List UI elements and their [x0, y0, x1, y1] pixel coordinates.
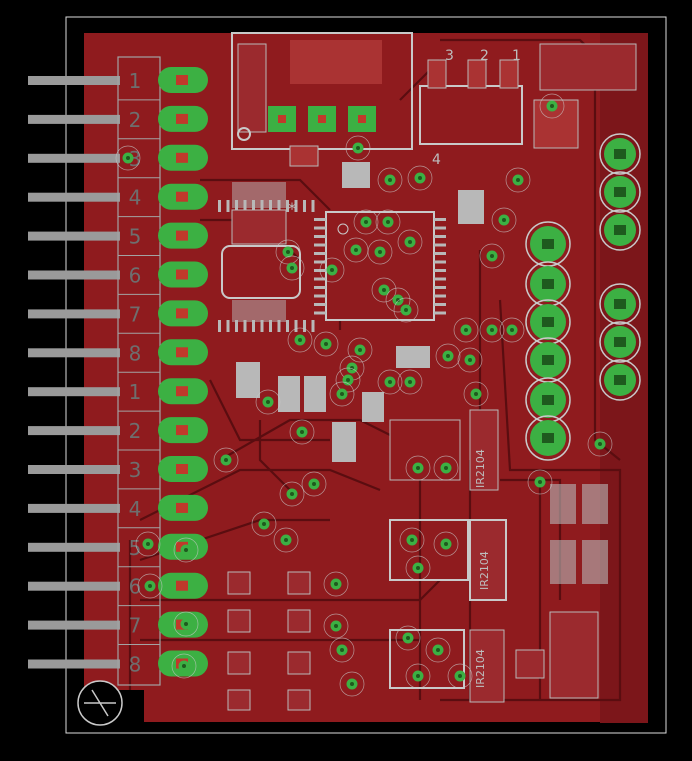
vias — [115, 93, 613, 697]
right-header-pads — [525, 133, 641, 461]
header-pin-label: 8 — [129, 653, 142, 677]
header-pin-lead — [28, 659, 120, 669]
header-pin-label: 5 — [129, 225, 142, 249]
svg-text:IR2104: IR2104 — [478, 551, 491, 590]
regulator — [221, 182, 301, 322]
jst-pin-label: 1 — [512, 48, 521, 64]
gate-driver-2: IR2104 — [389, 519, 507, 601]
power-connector-pads — [268, 106, 376, 132]
header-pin-label: 7 — [129, 614, 142, 638]
header-pin-lead — [28, 76, 120, 85]
jst-connector-pads — [427, 59, 519, 89]
jst-pin-label: 2 — [480, 48, 489, 64]
header-pin-label: 8 — [129, 341, 142, 365]
header-pin-lead — [28, 426, 120, 436]
header-pin-lead — [28, 387, 120, 397]
header-pin-lead — [28, 348, 120, 358]
header-pin-label: 7 — [129, 302, 142, 326]
header-pin-label: 1 — [129, 380, 142, 404]
header-pin-label: 3 — [129, 458, 142, 482]
mount-hole — [237, 127, 251, 141]
header-pin-label: 6 — [129, 264, 142, 288]
header-pin-lead — [28, 114, 120, 124]
smd-component — [539, 43, 637, 91]
header-pin-label: 5 — [129, 536, 142, 560]
svg-text:IR2104: IR2104 — [474, 449, 487, 488]
header-pin-lead — [28, 503, 120, 513]
header-pin-lead — [28, 192, 120, 202]
power-connector-body — [290, 40, 382, 84]
header-pin-lead — [28, 465, 120, 474]
svg-text:IR2104: IR2104 — [474, 649, 487, 688]
passives — [227, 145, 484, 711]
header-pin-lead — [28, 581, 120, 591]
header-pin-label: 4 — [129, 186, 142, 210]
smd-resistors — [515, 484, 608, 699]
pin-header-leads — [28, 76, 120, 669]
header-pin-lead — [28, 231, 120, 241]
header-pin-lead — [28, 309, 120, 319]
gate-driver-1: IR2104 — [389, 409, 499, 491]
header-pin-lead — [28, 153, 120, 163]
header-pin-label: 6 — [129, 575, 142, 599]
gate-driver-3: IR2104 — [389, 629, 505, 703]
header-silk-outline — [117, 56, 161, 686]
header-pin-label: 1 — [129, 69, 142, 93]
jst-aux-label: 4 — [432, 152, 441, 168]
power-connector-smd — [237, 43, 267, 133]
power-connector-outline — [231, 32, 413, 150]
header-pin-label: 4 — [129, 497, 142, 521]
board-outline — [65, 16, 667, 734]
header-pin-label: 2 — [129, 419, 142, 443]
header-pin-lead — [28, 270, 120, 280]
header-pin-lead — [28, 620, 120, 630]
header-pin-label: 2 — [129, 108, 142, 132]
header-pin-lead — [28, 542, 120, 552]
jst-pin-label: 3 — [445, 48, 454, 64]
marker-asterisk: * — [288, 199, 296, 218]
microcontroller — [218, 200, 446, 332]
fiducial — [77, 680, 123, 726]
